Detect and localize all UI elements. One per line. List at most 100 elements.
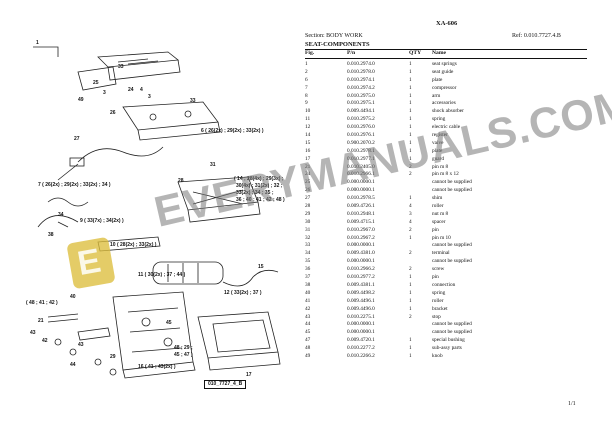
row-name: arm	[432, 92, 441, 99]
row-pn: 0.000.0000.1	[347, 242, 375, 249]
row-qty: 1	[409, 61, 412, 67]
row-fig: 41	[305, 297, 311, 304]
row-name: pin m 8 x 12	[432, 171, 459, 178]
row-fig: 44	[305, 321, 311, 328]
table-header: Fig. P/n QTY Name	[305, 49, 587, 59]
callout-21: 21	[38, 318, 44, 324]
row-fig: 47	[305, 337, 311, 344]
callout-48-b: 45 ; 47 )	[174, 352, 193, 358]
callout-14-d: 36 ; 40 ; 41 ; 42 ; 48 )	[236, 197, 285, 203]
row-fig: 35	[305, 258, 311, 265]
row-qty: 2	[409, 250, 412, 257]
row-fig: 30	[305, 218, 311, 225]
row-qty: 1	[409, 147, 412, 154]
diagram-drawing	[33, 46, 281, 379]
row-fig: 37	[305, 274, 311, 281]
callout-10: 10 ( 28(2x) ; 33(2x) )	[110, 242, 157, 248]
row-pn: 0.010.2967.0	[347, 226, 375, 233]
row-fig: 16	[305, 147, 311, 154]
row-name: seat guide	[432, 68, 454, 75]
row-qty: 1	[409, 337, 412, 344]
row-pn: 0.010.2974.0	[347, 61, 375, 67]
callout-44: 44	[70, 362, 76, 368]
row-pn: 0.010.2976.0	[347, 124, 375, 131]
row-name: spring	[432, 289, 446, 296]
row-name: nut m 8	[432, 210, 449, 217]
callout-7: 7 ( 26(2x) ; 29(2x) ; 33(2x) ; 34 )	[38, 182, 111, 188]
watermark-logo-icon: E	[66, 236, 116, 290]
row-fig: 8	[305, 92, 308, 99]
row-name: screw	[432, 266, 445, 273]
callout-14-a: ( 14 ; 28(4x) ; 29(3x) ;	[234, 176, 284, 182]
row-name: register	[432, 132, 448, 139]
row-pn: 0.010.2976.1	[347, 132, 375, 139]
row-name: spacer	[432, 218, 446, 225]
row-name: cannot be supplied	[432, 179, 472, 186]
row-fig: 14	[305, 132, 311, 139]
row-fig: 29	[305, 210, 311, 217]
row-fig: 36	[305, 266, 311, 273]
callout-4: 4	[140, 87, 143, 93]
row-pn: 0.000.0000.1	[347, 179, 375, 186]
row-fig: 48	[305, 345, 311, 352]
row-qty: 1	[409, 305, 412, 312]
row-pn: 0.009.4496.1	[347, 297, 375, 304]
callout-9: 9 ( 33(7x) ; 34(2x) )	[80, 218, 124, 224]
row-fig: 9	[305, 100, 308, 107]
row-pn: 0.009.4494.1	[347, 108, 375, 115]
callout-12: 12 ( 33(2x) ; 37 )	[224, 290, 262, 296]
row-qty: 1	[409, 345, 412, 352]
callout-16: 16 ( 41 ; 43(2x) )	[138, 364, 176, 370]
row-fig: 25	[305, 179, 311, 186]
row-pn: 0.010.2966.2	[347, 266, 375, 273]
row-pn: 0.010.2967.2	[347, 234, 375, 241]
row-qty: 1	[409, 195, 412, 202]
row-fig: 6	[305, 76, 308, 83]
row-qty: 1	[409, 297, 412, 304]
callout-15: 15	[258, 264, 264, 270]
row-qty: 1	[409, 289, 412, 296]
row-pn: 0.010.2266.2	[347, 352, 375, 359]
row-name: cannot be supplied	[432, 258, 472, 265]
row-pn: 0.009.4715.1	[347, 218, 375, 225]
ref-label: Ref: 0.010.7727.4.B	[512, 33, 561, 39]
row-fig: 17	[305, 155, 311, 162]
row-fig: 27	[305, 195, 311, 202]
row-fig: 45	[305, 329, 311, 336]
row-fig: 28	[305, 203, 311, 210]
row-name: bracket	[432, 305, 448, 312]
row-fig: 33	[305, 242, 311, 249]
row-pn: 0.010.2405.0	[347, 163, 375, 170]
row-pn: 0.009.4720.1	[347, 337, 375, 344]
row-fig: 15	[305, 139, 311, 146]
row-qty: 2	[409, 226, 412, 233]
callout-1: 1	[36, 40, 39, 46]
drawing-ref-box: 010_7727_4_B	[204, 380, 247, 389]
callout-33b: 33	[190, 98, 196, 104]
col-name: Name	[432, 50, 446, 56]
callout-3b: 3	[148, 94, 151, 100]
callout-3a: 3	[103, 90, 106, 96]
row-name: plate	[432, 76, 443, 83]
exploded-diagram: 1 33 25 24 4 3 3 49 26 33 6 ( 26(2x) ; 2…	[18, 32, 303, 397]
row-qty: 1	[409, 281, 412, 288]
row-name: pin	[432, 226, 439, 233]
